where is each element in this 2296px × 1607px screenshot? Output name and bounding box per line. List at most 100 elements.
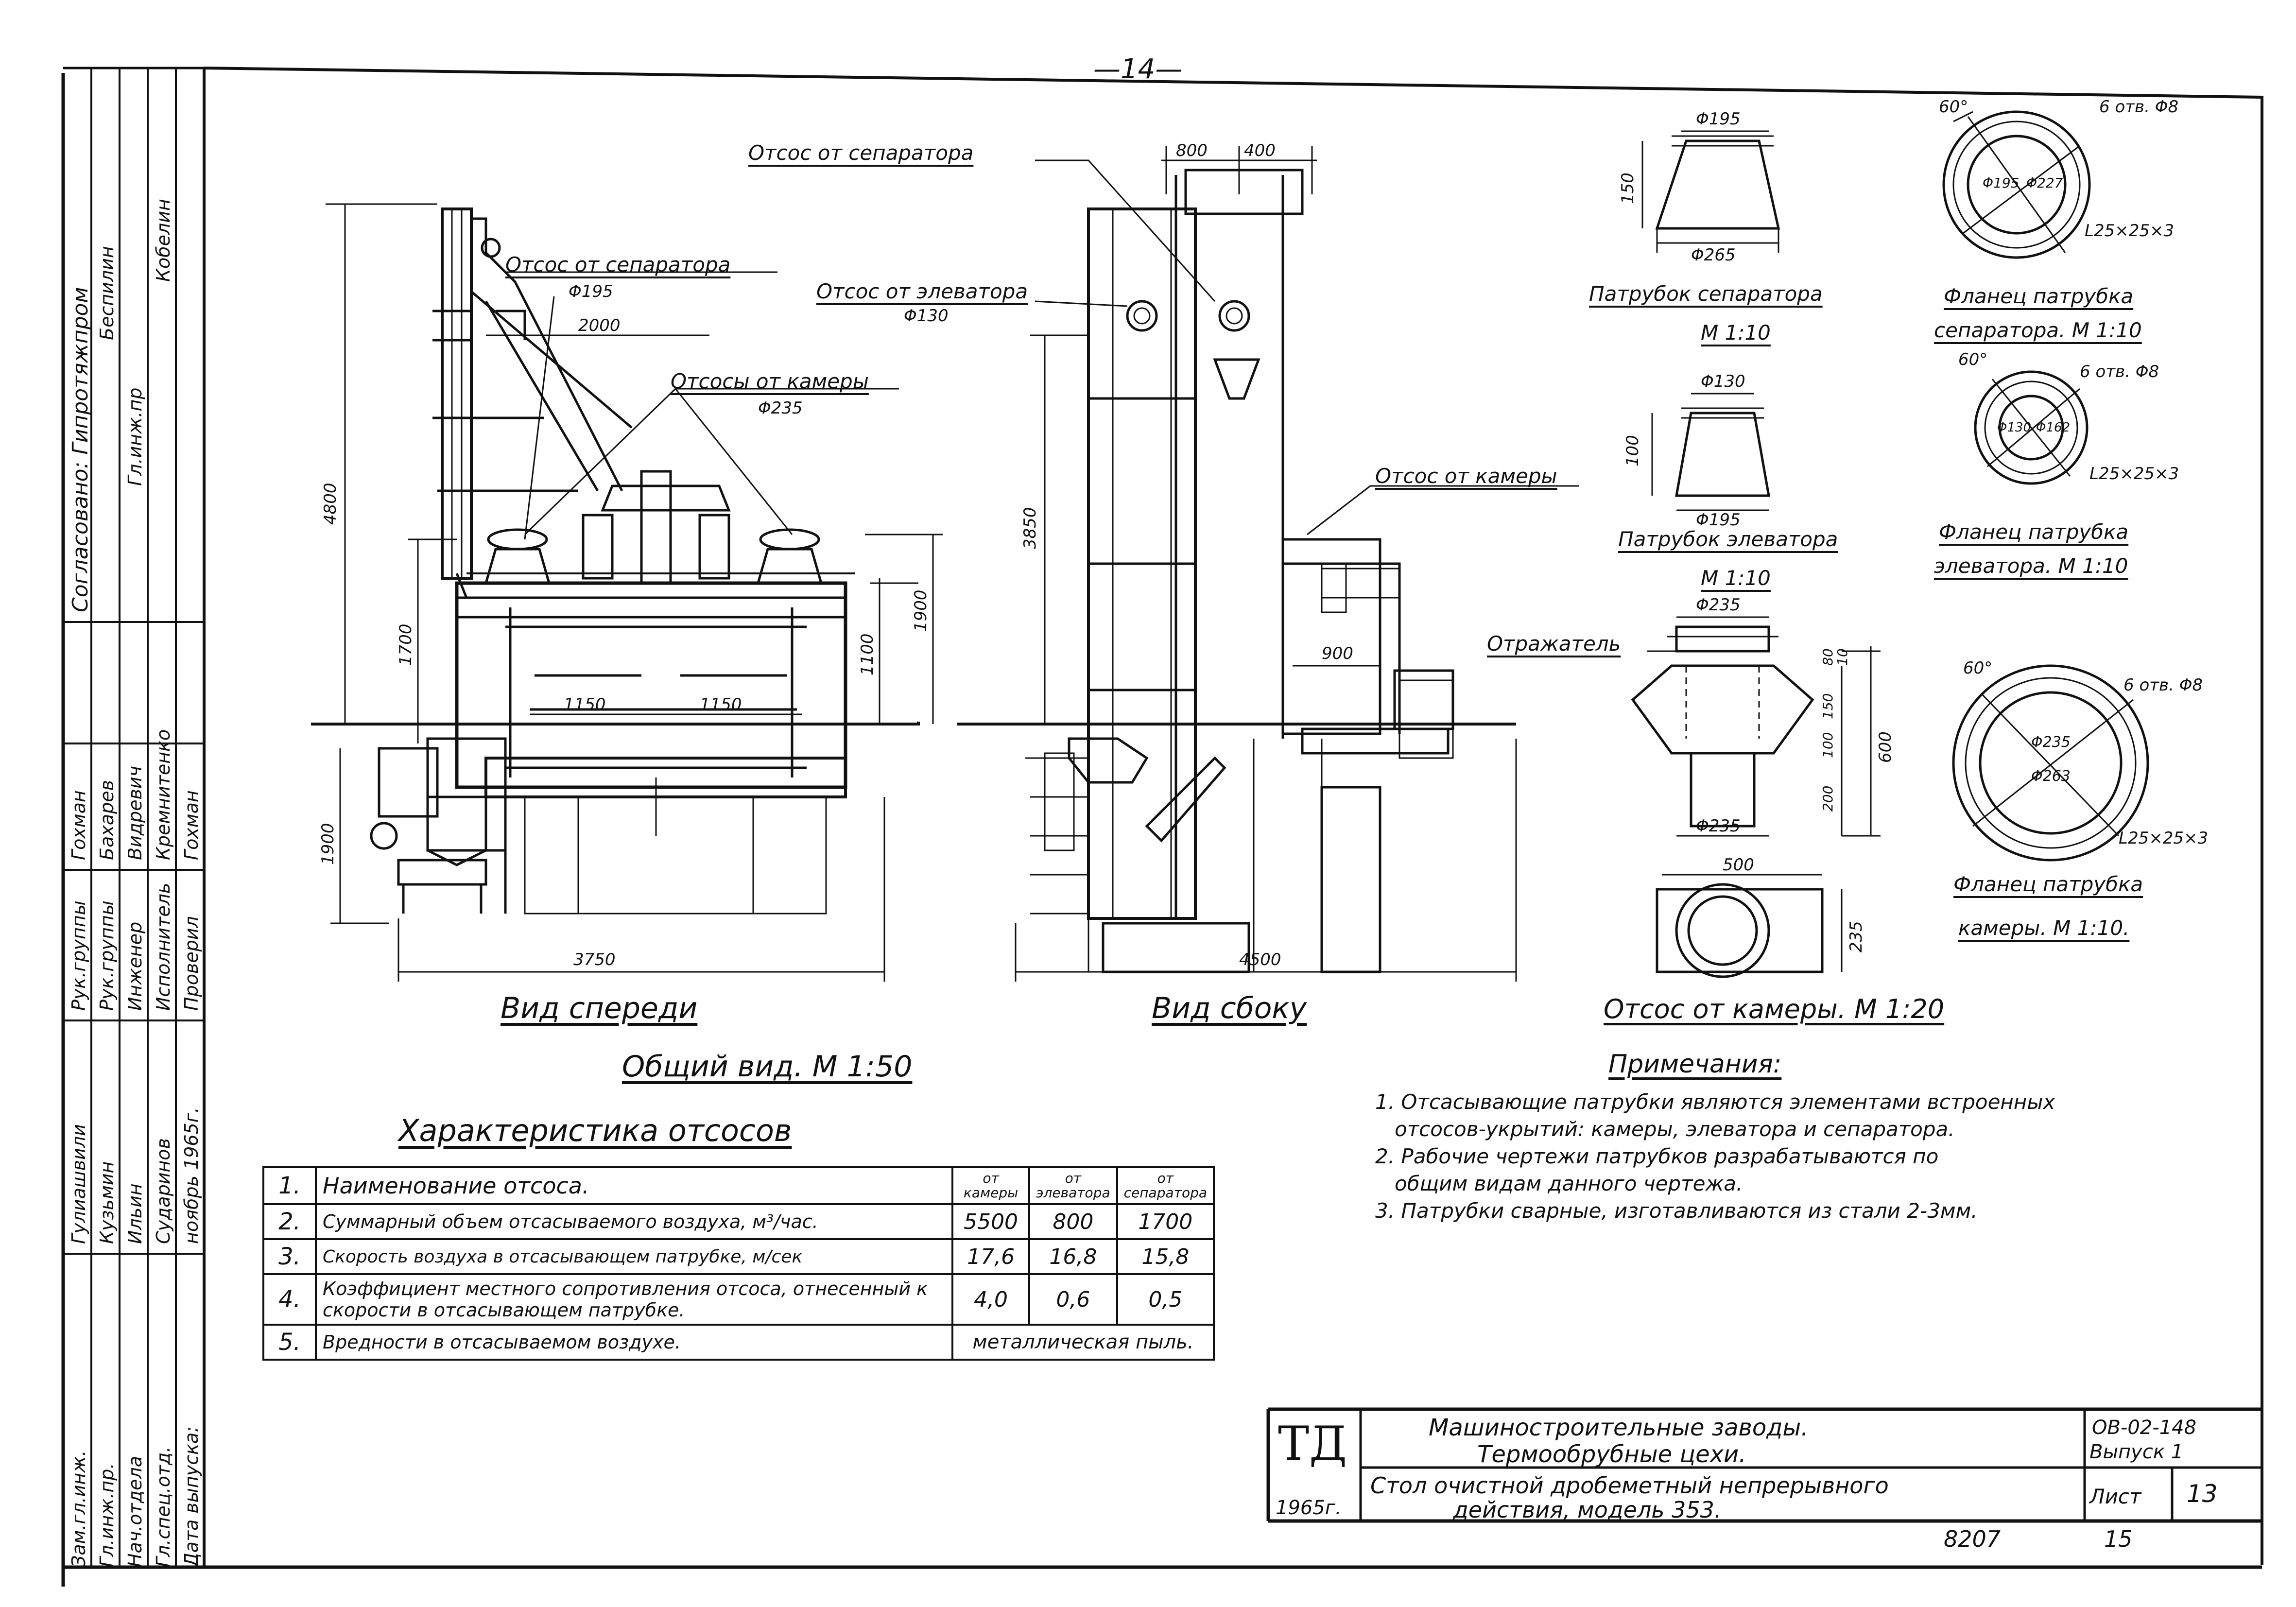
flange-elev-d1: Φ130	[1997, 420, 2032, 435]
stamp-approval-name2: Кобелин	[153, 199, 174, 282]
table-cell: 5.	[262, 1324, 317, 1361]
general-caption: Общий вид. М 1:50	[622, 1050, 913, 1084]
flange-sep-d2: Φ227	[2026, 175, 2063, 191]
note-line: общим видам данного чертежа.	[1395, 1172, 1743, 1195]
note-line: отсосов-укрытий: камеры, элеватора и сеп…	[1395, 1117, 1955, 1141]
chamber-top-dim: Φ235	[1696, 595, 1741, 615]
stamp-approval-role: Гл.инж.пр	[124, 387, 146, 486]
notes-list: 1. Отсасывающие патрубки являются элемен…	[1375, 1089, 2250, 1225]
stamp-role-2: Гл.инж.пр.	[96, 1463, 118, 1567]
flange-ch-angle: 60°	[1963, 658, 1993, 678]
chamber-caption: Отсос от камеры. М 1:20	[1604, 994, 1945, 1024]
pipe-elev-bottom-dim: Φ195	[1696, 510, 1741, 530]
stamp-role-1: Зам.гл.инж.	[68, 1450, 89, 1567]
title-code: ОВ-02-148	[2092, 1417, 2197, 1439]
table-cell: 4.	[262, 1273, 317, 1326]
table-row: 3. Скорость воздуха в отсасывающем патру…	[262, 1238, 1215, 1275]
stamp-name-1: Гулиашвили	[68, 1124, 89, 1244]
side-label-elevator-dim: Φ130	[904, 306, 949, 326]
flange-elev-angle-profile: L25×25×3	[2089, 464, 2179, 484]
title-line2: Термообрубные цехи.	[1477, 1441, 1746, 1468]
stamp-name-3: Ильин	[124, 1183, 146, 1244]
flange-sep-holes: 6 отв. Φ8	[2099, 97, 2179, 117]
chamber-dim-10: 10	[1834, 648, 1850, 666]
chamber-dim-200: 200	[1820, 785, 1836, 812]
front-dim-1150-b: 1150	[700, 695, 742, 714]
table-cell: 16,8	[1028, 1238, 1118, 1275]
pipe-elevator-drawing	[1651, 393, 1770, 511]
flange-ch-angle-profile: L25×25×3	[2119, 829, 2209, 848]
flange-sep-caption2: сепаратора. М 1:10	[1934, 318, 2142, 342]
chamber-dim-600: 600	[1876, 731, 1895, 763]
table-cell: 1700	[1116, 1203, 1215, 1240]
pipe-elev-top-dim: Φ130	[1701, 372, 1745, 391]
pipe-sep-caption: Патрубок сепаратора	[1589, 282, 1823, 306]
stamp2-name-2: Бахарев	[96, 779, 118, 860]
stamp-approval: Согласовано: Гипротяжпром	[68, 287, 93, 612]
side-dim-800: 800	[1176, 141, 1208, 160]
side-view-caption: Вид сбоку	[1152, 991, 1307, 1025]
chamber-plan-width: 500	[1723, 855, 1754, 875]
flange-ch-d1: Φ235	[2031, 734, 2071, 751]
front-label-chamber-dim: Φ235	[758, 398, 803, 418]
table-cell: 2.	[262, 1203, 317, 1240]
front-dim-1700: 1700	[396, 623, 415, 666]
pipe-sep-height: 150	[1618, 173, 1638, 204]
chamber-dim-150: 150	[1820, 693, 1836, 719]
flange-sep-angle: 60°	[1939, 97, 1968, 117]
note-line: 2. Рабочие чертежи патрубков разрабатыва…	[1375, 1144, 1939, 1168]
note-line: 3. Патрубки сварные, изготавливаются из …	[1375, 1199, 1978, 1223]
table-cell: 17,6	[951, 1238, 1031, 1275]
table-cell: Наименование отсоса.	[314, 1166, 954, 1205]
stamp-role-3: Нач.отдела	[124, 1455, 146, 1567]
chamber-pipe-drawing	[1631, 616, 1881, 978]
table-cell: 4,0	[951, 1273, 1031, 1326]
table-cell: 1.	[262, 1166, 317, 1205]
front-dim-3750: 3750	[573, 950, 616, 969]
side-view-drawing	[957, 146, 1579, 982]
stamp2-name-4: Кремнитенко	[153, 729, 174, 860]
front-label-chamber: Отсосы от камеры	[671, 369, 869, 393]
table-cell: 15,8	[1116, 1238, 1215, 1275]
title-block-frame	[1266, 1407, 2262, 1523]
front-dim-1150-a: 1150	[564, 695, 606, 714]
table-row: 2. Суммарный объем отсасываемого воздуха…	[262, 1203, 1215, 1240]
table-header: от камеры	[951, 1166, 1031, 1205]
front-dim-4800: 4800	[321, 483, 340, 525]
title-sheet-total: 15	[2104, 1526, 2133, 1552]
title-line1: Машиностроительные заводы.	[1429, 1414, 1809, 1441]
flange-sep-caption: Фланец патрубка	[1944, 284, 2134, 308]
title-year: 1965г.	[1276, 1497, 1342, 1519]
stamp-approval-name1: Беспилин	[96, 246, 118, 340]
flange-separator-drawing	[1942, 110, 2091, 259]
front-label-separator: Отсос от сепаратора	[505, 253, 731, 276]
flange-elevator-drawing	[1974, 370, 2089, 485]
side-dim-400: 400	[1244, 141, 1276, 160]
front-dim-2000: 2000	[578, 316, 621, 335]
pipe-sep-bottom-dim: Φ265	[1691, 245, 1736, 265]
flange-elev-caption2: элеватора. М 1:10	[1934, 554, 2128, 578]
title-org: ТД	[1278, 1417, 1347, 1471]
title-line4: действия, модель 353.	[1453, 1497, 1722, 1523]
stamp2-name-3: Видревич	[124, 765, 146, 860]
side-dim-3850: 3850	[1020, 507, 1040, 549]
pipe-separator-drawing	[1641, 130, 1780, 253]
pipe-sep-top-dim: Φ195	[1696, 109, 1741, 129]
title-sheet-no: 13	[2187, 1480, 2218, 1508]
flange-ch-caption2: камеры. М 1:10.	[1958, 916, 2130, 940]
flange-sep-d1: Φ195	[1983, 175, 2020, 191]
flange-elev-angle: 60°	[1958, 350, 1988, 369]
stamp-role-4: Гл.спец.отд.	[153, 1446, 174, 1567]
chamber-reflector-label: Отражатель	[1487, 632, 1621, 656]
title-inv: 8207	[1944, 1526, 2001, 1552]
pipe-elev-height: 100	[1623, 435, 1642, 467]
stamp2-role-1: Рук.группы	[68, 900, 89, 1011]
title-line3: Стол очистной дробеметный непрерывного	[1370, 1472, 1889, 1499]
notes-title: Примечания:	[1608, 1050, 1782, 1079]
table-cell: Скорость воздуха в отсасывающем патрубке…	[314, 1238, 954, 1275]
front-view-caption: Вид спереди	[501, 991, 698, 1025]
chamber-dim-80: 80	[1820, 648, 1836, 666]
chamber-bottom-dim: Φ235	[1696, 816, 1741, 836]
front-dim-1100: 1100	[858, 633, 877, 675]
